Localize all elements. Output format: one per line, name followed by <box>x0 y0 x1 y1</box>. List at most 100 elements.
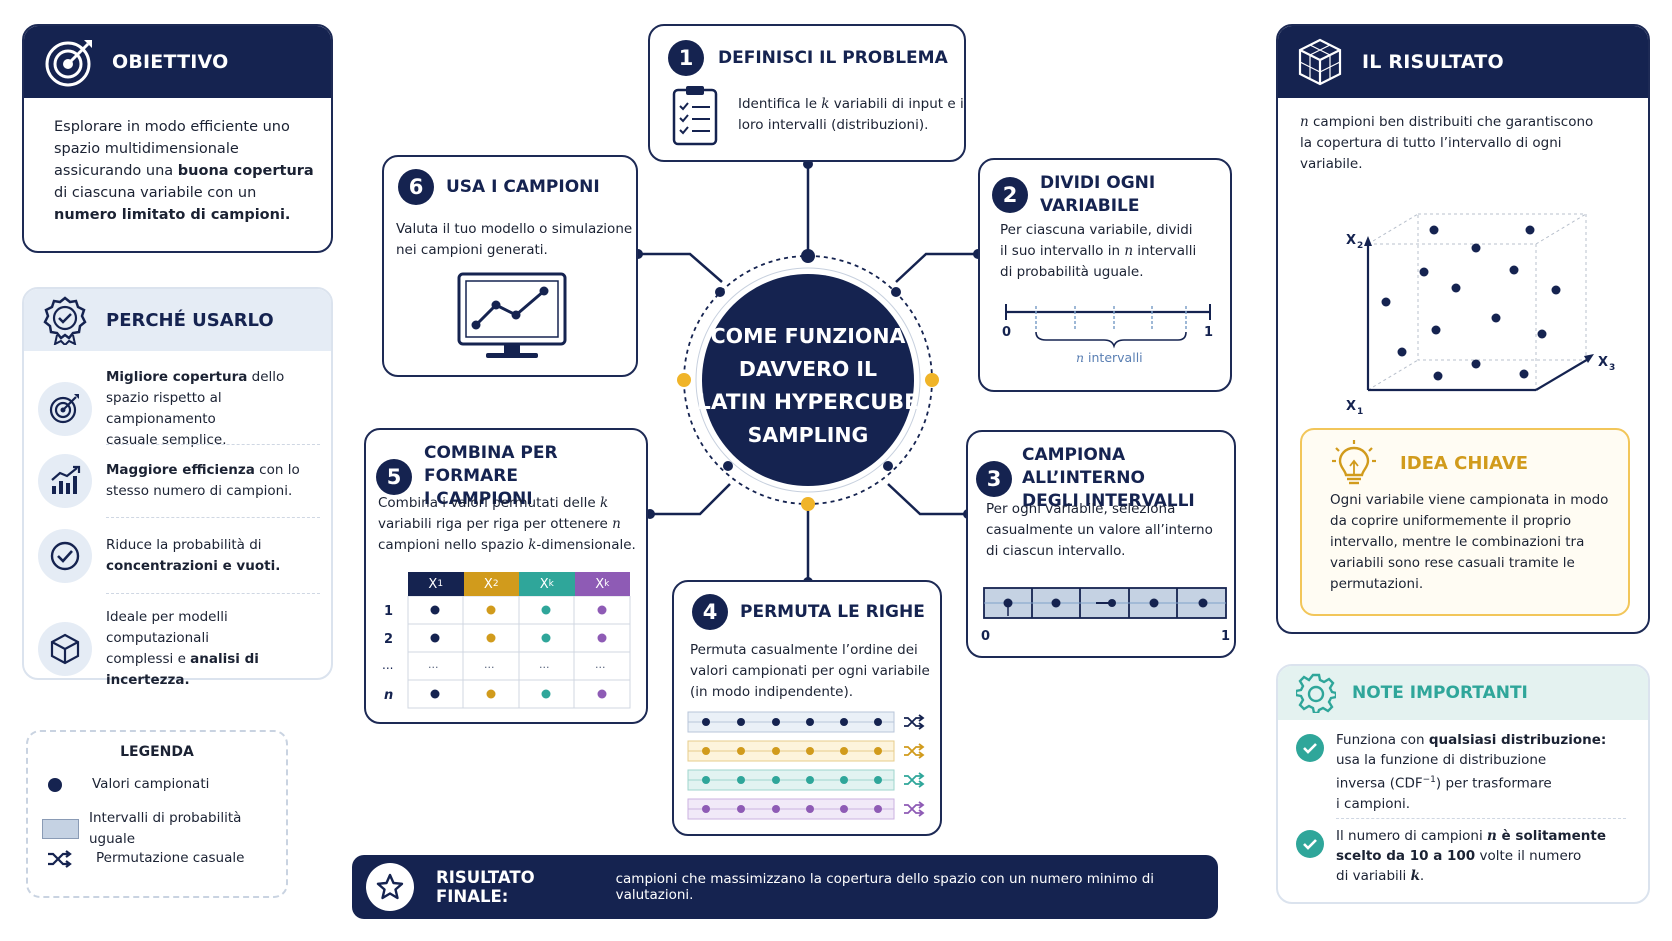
perche-title: PERCHÉ USARLO <box>106 309 274 331</box>
step5-card: 5 COMBINA PER FORMARE I CAMPIONI Combina… <box>364 428 648 724</box>
legenda-card: LEGENDA Valori campionati Intervalli di … <box>26 730 288 898</box>
banner-label: RISULTATO FINALE: <box>436 868 535 906</box>
perche-card: PERCHÉ USARLO Migliore copertura dello s… <box>22 287 333 688</box>
legenda-item: Valori campionati <box>48 774 209 795</box>
row-label: 1 <box>384 604 393 619</box>
step5-number: 5 <box>376 458 412 495</box>
axis-label: X <box>1346 233 1356 248</box>
badge-check-icon <box>43 296 87 345</box>
step6-title: USA I CAMPIONI <box>446 176 600 197</box>
axis-label: X <box>1346 399 1356 414</box>
legenda-title: LEGENDA <box>120 744 194 760</box>
hypercube-icon <box>1298 38 1342 86</box>
check-circle-icon <box>38 529 92 583</box>
step6-number: 6 <box>398 169 434 205</box>
obiettivo-line: Esplorare in modo efficiente uno <box>54 119 290 135</box>
step4-title: PERMUTA LE RIGHE <box>740 601 925 622</box>
ellipsis-cell: ... <box>539 658 550 671</box>
note-header: NOTE IMPORTANTI <box>1278 666 1648 720</box>
step5-title: COMBINA PER FORMARE I CAMPIONI <box>424 443 558 509</box>
check-icon <box>1296 830 1324 858</box>
row-label: ... <box>382 658 393 672</box>
row-label: n <box>384 688 393 703</box>
perche-item-text: Ideale per modelli computazionali comple… <box>106 609 259 688</box>
step1-text: Identifica le k variabili di input e i l… <box>738 96 964 133</box>
cube-icon <box>38 622 92 676</box>
step3-text: Per ogni variabile, seleziona casualment… <box>986 501 1213 559</box>
obiettivo-text: Esplorare in modo efficiente uno spazio … <box>24 98 331 226</box>
stratified-sample-diagram: 0 1 <box>981 587 1230 644</box>
risultato-card: IL RISULTATO n campioni ben distribuiti … <box>1276 24 1650 634</box>
center-hub <box>677 249 939 511</box>
perche-item-text: Riduce la probabilità di concentrazioni … <box>106 537 281 574</box>
checklist-icon <box>672 86 718 146</box>
banner-text: campioni che massimizzano la copertura d… <box>615 871 1155 903</box>
obiettivo-title: OBIETTIVO <box>112 51 229 73</box>
perche-item-text: Maggiore efficienza con lo stesso numero… <box>106 462 300 499</box>
interval-box-icon <box>42 819 79 839</box>
shuffle-icon <box>904 801 925 817</box>
shuffle-icon <box>904 714 925 730</box>
legenda-item: Permutazione casuale <box>46 848 244 869</box>
step6-text: Valuta il tuo modello o simulazione nei … <box>396 221 633 258</box>
risultato-text: n campioni ben distribuiti che garantisc… <box>1300 114 1594 172</box>
step3-card: 3 CAMPIONA ALL’INTERNO DEGLI INTERVALLI … <box>966 430 1236 658</box>
axis-label: 0 <box>1002 325 1011 340</box>
brace-label: n intervalli <box>1076 350 1143 365</box>
row-label: 2 <box>384 632 393 647</box>
step2-card: 2 DIVIDI OGNI VARIABILE Per ciascuna var… <box>978 158 1232 392</box>
step3-title: CAMPIONA ALL’INTERNO DEGLI INTERVALLI <box>1022 445 1195 511</box>
ellipsis-cell: ... <box>484 658 495 671</box>
target-icon <box>45 40 92 87</box>
axis-label-sub: 3 <box>1609 363 1615 373</box>
gear-icon <box>1296 673 1336 713</box>
lightbulb-icon <box>1332 440 1376 485</box>
hypercube-scatter-diagram: X 2 X 1 X 3 <box>1346 213 1615 417</box>
obiettivo-line: numero limitato di campioni. <box>54 207 291 223</box>
axis-label: 1 <box>1221 629 1230 644</box>
permutation-rows-diagram <box>687 711 925 820</box>
risultato-finale-banner: RISULTATO FINALE: campioni che massimizz… <box>352 855 1218 919</box>
ellipsis-cell: ... <box>595 658 606 671</box>
note-item-1: Funziona con qualsiasi distribuzione: us… <box>1336 732 1607 812</box>
obiettivo-line: spazio multidimensionale <box>54 141 239 157</box>
divider <box>106 444 320 445</box>
risultato-header: IL RISULTATO <box>1278 26 1648 98</box>
step6-card: 6 USA I CAMPIONI Valuta il tuo modello o… <box>382 155 638 377</box>
ellipsis-cell: ... <box>428 658 439 671</box>
step4-number: 4 <box>692 594 728 630</box>
step3-number: 3 <box>976 460 1012 497</box>
axis-label-sub: 2 <box>1357 241 1363 251</box>
divider <box>1336 818 1626 819</box>
step5-text: Combina i valori permutati delle k varia… <box>378 495 636 553</box>
perm-row-teal <box>687 769 895 791</box>
shuffle-icon <box>904 743 925 759</box>
center-title: COME FUNZIONA DAVVERO IL LATIN HYPERCUBE… <box>697 324 919 447</box>
axis-label: 1 <box>1204 325 1213 340</box>
perche-item: Maggiore efficienza con lo stesso numero… <box>38 454 300 508</box>
step5-table-body: 1 2 ... n ... ... ... ... <box>382 596 631 709</box>
step2-text: Per ciascuna variabile, dividi il suo in… <box>1000 222 1197 280</box>
idea-chiave-text: Ogni variabile viene campionata in modo … <box>1330 492 1609 592</box>
perche-header: PERCHÉ USARLO <box>24 289 331 351</box>
note-card: NOTE IMPORTANTI Funziona con qualsiasi d… <box>1276 664 1650 904</box>
perm-row-purple <box>687 798 895 820</box>
step2-number: 2 <box>992 177 1028 213</box>
step2-title: DIVIDI OGNI VARIABILE <box>1040 173 1156 216</box>
perche-item: Migliore copertura dello spazio rispetto… <box>38 367 331 451</box>
step1-title: DEFINISCI IL PROBLEMA <box>718 47 948 68</box>
step1-number: 1 <box>668 40 704 76</box>
idea-chiave-box: IDEA CHIAVE Ogni variabile viene campion… <box>1300 428 1630 616</box>
perm-row-navy <box>687 711 895 733</box>
divider <box>106 517 320 518</box>
perche-item-text: Migliore copertura dello spazio rispetto… <box>106 369 285 448</box>
check-icon <box>1296 734 1324 762</box>
divider <box>106 593 320 594</box>
monitor-chart-icon <box>457 272 567 358</box>
perche-item: Ideale per modelli computazionali comple… <box>38 607 331 691</box>
note-title: NOTE IMPORTANTI <box>1352 683 1528 703</box>
